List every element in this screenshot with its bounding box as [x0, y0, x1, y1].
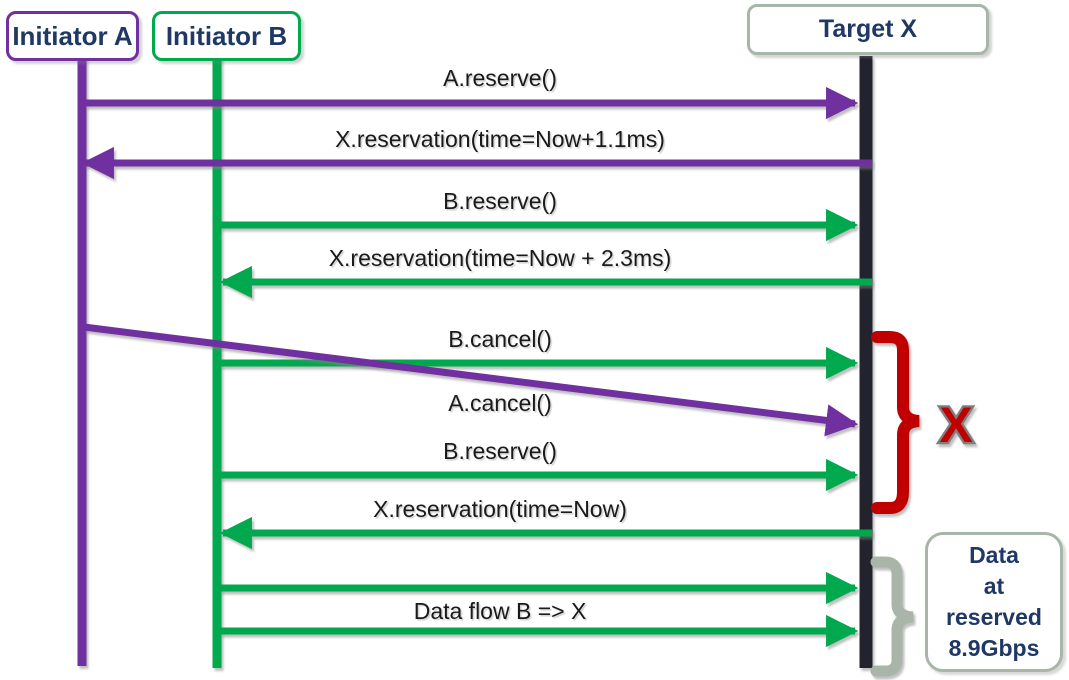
- message-label-a-reserve: A.reserve(): [443, 65, 557, 91]
- arrow-a-cancel: [83, 323, 859, 437]
- data-note-brace: [870, 556, 914, 677]
- actor-label-target-x: Target X: [818, 15, 918, 43]
- actor-box-target-x: Target X: [747, 4, 989, 55]
- message-label-b-cancel: B.cancel(): [448, 326, 552, 352]
- rejected-x-icon: X: [939, 397, 972, 453]
- note-line-1: Data: [969, 542, 1019, 568]
- actor-box-initiator-b: Initiator B: [152, 11, 301, 61]
- note-line-4: 8.9Gbps: [948, 635, 1040, 661]
- note-line-3: reserved: [946, 604, 1042, 630]
- message-label-x-reservation-2-3ms: X.reservation(time=Now + 2.3ms): [328, 245, 672, 271]
- data-note-box: Data at reserved 8.9Gbps: [925, 532, 1063, 672]
- message-label-b-reserve-1: B.reserve(): [443, 188, 557, 214]
- message-label-data-flow: Data flow B => X: [413, 598, 587, 624]
- message-label-x-reservation-now: X.reservation(time=Now): [373, 496, 627, 522]
- actor-label-initiator-b: Initiator B: [165, 20, 288, 51]
- message-label-b-reserve-2: B.reserve(): [443, 438, 557, 464]
- rejected-group-brace: [871, 331, 920, 514]
- actor-box-initiator-a: Initiator A: [6, 11, 139, 61]
- note-line-2: at: [983, 573, 1005, 599]
- message-label-a-cancel: A.cancel(): [448, 390, 552, 416]
- actor-label-initiator-a: Initiator A: [12, 20, 133, 51]
- message-label-x-reservation-1-1ms: X.reservation(time=Now+1.1ms): [335, 126, 665, 152]
